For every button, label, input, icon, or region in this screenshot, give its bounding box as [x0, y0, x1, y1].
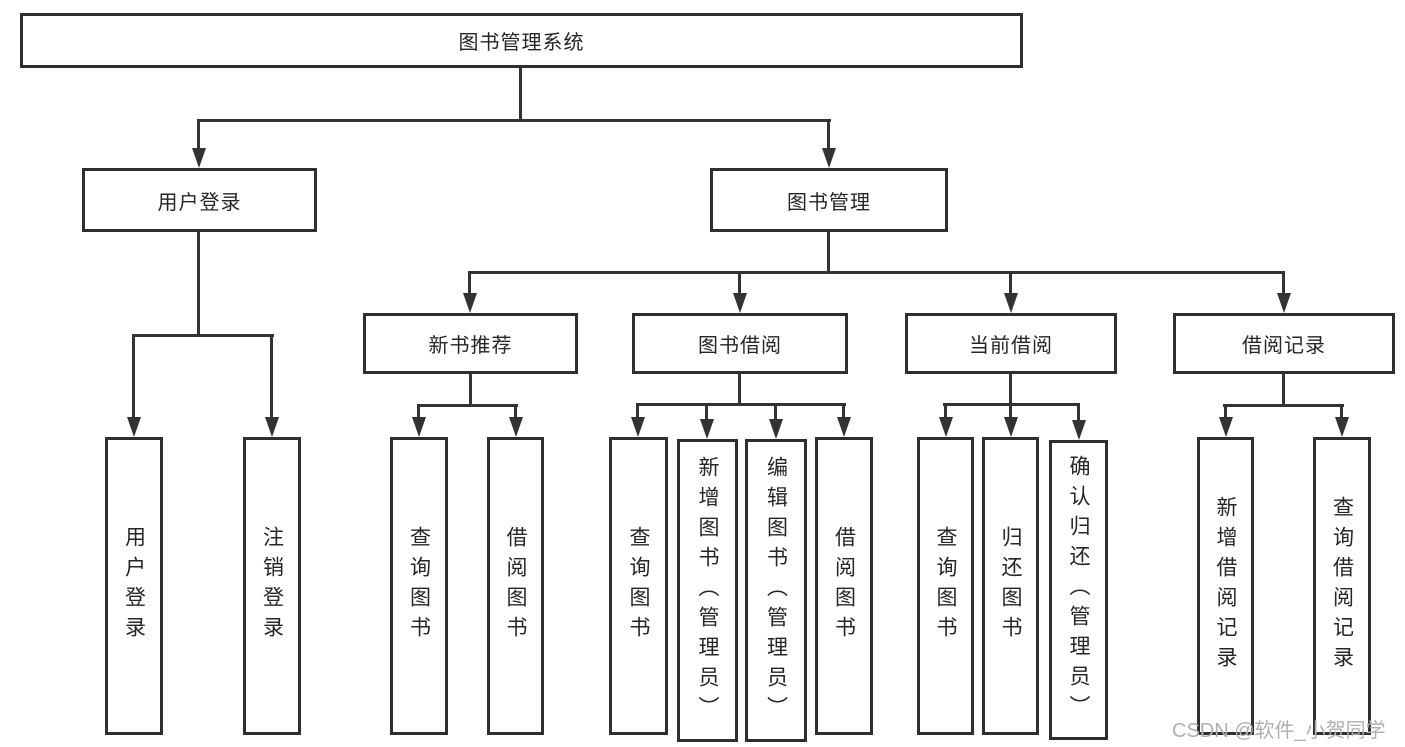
node-root: 图书管理系统	[20, 13, 1023, 68]
node-current-borrowing: 当前借阅	[905, 313, 1117, 374]
arrowhead-down-icon	[939, 417, 953, 437]
arrowhead-down-icon	[631, 417, 645, 437]
leaf-add-borrow-record: 新增借阅记录	[1197, 437, 1254, 735]
arrowhead-down-icon	[1219, 417, 1233, 437]
connector-to-current-borrowing	[1009, 271, 1012, 295]
leaf-add-book-admin-label: 新增图书（管理员）	[696, 455, 719, 726]
leaf-user-login-label: 用户登录	[122, 526, 146, 646]
connector-new-book-trunk	[469, 374, 472, 407]
connector-to-new-book	[468, 271, 471, 295]
connector-book-borrowing-rail	[636, 403, 846, 406]
arrowhead-down-icon	[265, 417, 279, 437]
connector-to-leaf	[132, 334, 135, 419]
arrowhead-down-icon	[769, 419, 783, 439]
watermark: CSDN @软件_小贺同学	[1172, 720, 1386, 742]
connector-to-leaf	[944, 403, 947, 419]
node-user-login-label: 用户登录	[157, 191, 242, 214]
leaf-return-books: 归还图书	[982, 437, 1039, 735]
connector-new-book-rail	[417, 404, 518, 407]
connector-to-book-management	[827, 119, 830, 151]
node-new-book-recommend-label: 新书推荐	[428, 335, 513, 357]
arrowhead-down-icon	[463, 293, 477, 313]
connector-to-leaf	[842, 403, 845, 419]
connector-root-trunk	[519, 68, 522, 121]
arrowhead-down-icon	[412, 417, 426, 437]
connector-user-login-trunk	[197, 232, 200, 336]
arrowhead-down-icon	[1004, 417, 1018, 437]
connector-to-leaf	[636, 403, 639, 419]
node-book-management-label: 图书管理	[787, 191, 871, 214]
leaf-edit-book-admin: 编辑图书（管理员）	[745, 439, 807, 742]
leaf-borrow-books-borrowing: 借阅图书	[815, 437, 873, 735]
leaf-borrow-books-label: 借阅图书	[504, 526, 527, 646]
connector-to-borrowing-records	[1282, 271, 1285, 295]
connector-to-leaf	[1340, 404, 1343, 419]
leaf-user-login: 用户登录	[105, 437, 163, 735]
leaf-query-books-recommend: 查询图书	[390, 437, 448, 735]
connector-to-leaf	[1077, 403, 1080, 422]
leaf-return-books-label: 归还图书	[999, 526, 1022, 646]
arrowhead-down-icon	[1072, 420, 1086, 440]
arrowhead-down-icon	[700, 419, 714, 439]
connector-borrowing-records-trunk	[1282, 374, 1285, 407]
node-book-borrowing: 图书借阅	[632, 313, 848, 374]
leaf-edit-book-admin-label: 编辑图书（管理员）	[764, 455, 788, 726]
leaf-query-books-label: 查询图书	[407, 526, 431, 646]
connector-current-borrowing-trunk	[1009, 374, 1012, 406]
node-book-management: 图书管理	[710, 168, 948, 232]
node-borrowing-records: 借阅记录	[1173, 313, 1395, 374]
connector-book-borrowing-trunk	[738, 374, 741, 406]
connector-to-book-borrowing	[738, 271, 741, 295]
connector-to-user-login	[197, 119, 200, 151]
arrowhead-down-icon	[1004, 293, 1018, 313]
arrowhead-down-icon	[822, 148, 836, 168]
leaf-add-borrow-record-label: 新增借阅记录	[1214, 496, 1237, 676]
leaf-query-books-label: 查询图书	[627, 526, 650, 646]
connector-book-management-rail	[468, 271, 1285, 274]
leaf-borrow-books-label: 借阅图书	[832, 526, 856, 646]
node-new-book-recommend: 新书推荐	[363, 313, 578, 374]
node-current-borrowing-label: 当前借阅	[969, 335, 1053, 357]
connector-to-leaf	[1009, 403, 1012, 419]
leaf-query-borrow-record: 查询借阅记录	[1313, 437, 1371, 735]
node-book-borrowing-label: 图书借阅	[698, 335, 782, 357]
node-root-label: 图书管理系统	[458, 32, 585, 54]
arrowhead-down-icon	[192, 148, 206, 168]
arrowhead-down-icon	[1277, 293, 1291, 313]
connector-to-leaf	[270, 334, 273, 419]
connector-to-leaf	[774, 403, 777, 421]
arrowhead-down-icon	[733, 293, 747, 313]
connector-to-leaf	[514, 404, 517, 419]
connector-root-rail	[197, 119, 831, 122]
arrowhead-down-icon	[509, 417, 523, 437]
connector-to-leaf	[1224, 404, 1227, 419]
arrowhead-down-icon	[837, 417, 851, 437]
node-borrowing-records-label: 借阅记录	[1242, 335, 1326, 357]
connector-book-management-trunk	[827, 232, 830, 273]
node-user-login: 用户登录	[82, 168, 317, 232]
leaf-confirm-return-admin: 确认归还（管理员）	[1049, 440, 1108, 740]
connector-borrowing-records-rail	[1223, 404, 1344, 407]
leaf-query-borrow-record-label: 查询借阅记录	[1330, 496, 1354, 676]
arrowhead-down-icon	[1335, 417, 1349, 437]
connector-user-login-rail	[132, 334, 274, 337]
connector-to-leaf	[705, 403, 708, 421]
arrowhead-down-icon	[127, 417, 141, 437]
leaf-query-books-current: 查询图书	[917, 437, 974, 735]
leaf-logout-label: 注销登录	[260, 526, 284, 646]
leaf-borrow-books-recommend: 借阅图书	[487, 437, 544, 735]
leaf-query-books-borrowing: 查询图书	[609, 437, 668, 735]
leaf-logout: 注销登录	[243, 437, 301, 735]
leaf-add-book-admin: 新增图书（管理员）	[677, 439, 738, 742]
connector-to-leaf	[417, 404, 420, 419]
leaf-query-books-label: 查询图书	[934, 526, 957, 646]
leaf-confirm-return-admin-label: 确认归还（管理员）	[1067, 455, 1090, 725]
